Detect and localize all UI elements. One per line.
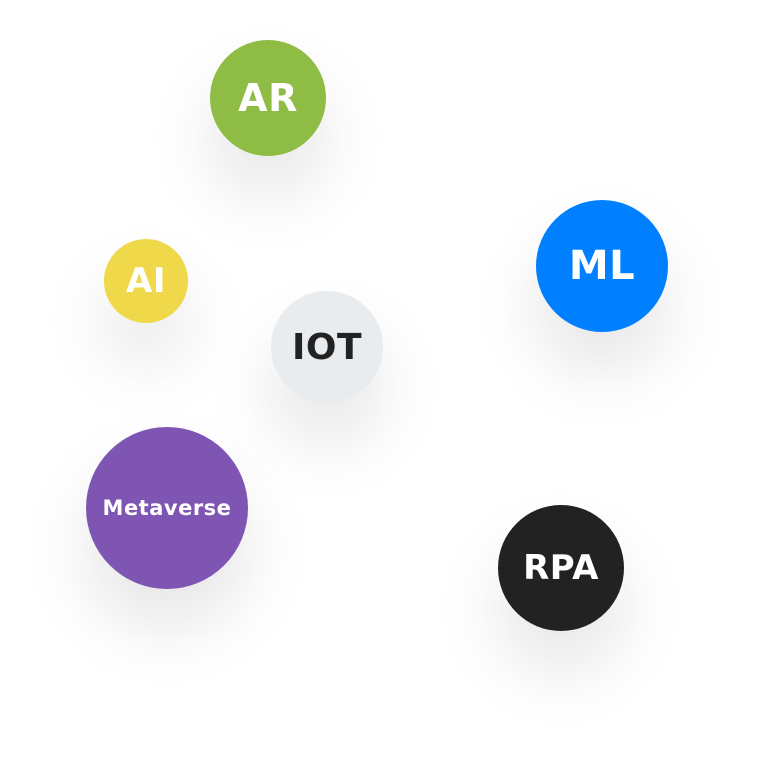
bubble-ml: ML [536,200,668,332]
bubble-rpa: RPA [498,505,624,631]
bubble-label: AI [126,261,166,301]
bubble-iot: IOT [271,291,383,403]
bubble-label: IOT [291,326,363,368]
bubble-label: ML [568,243,636,289]
bubble-ar: AR [210,40,326,156]
bubble-ai: AI [104,239,188,323]
bubble-metaverse: Metaverse [86,427,248,589]
bubble-label: AR [238,76,298,120]
bubble-label: RPA [523,548,599,588]
bubble-label: Metaverse [102,496,232,520]
